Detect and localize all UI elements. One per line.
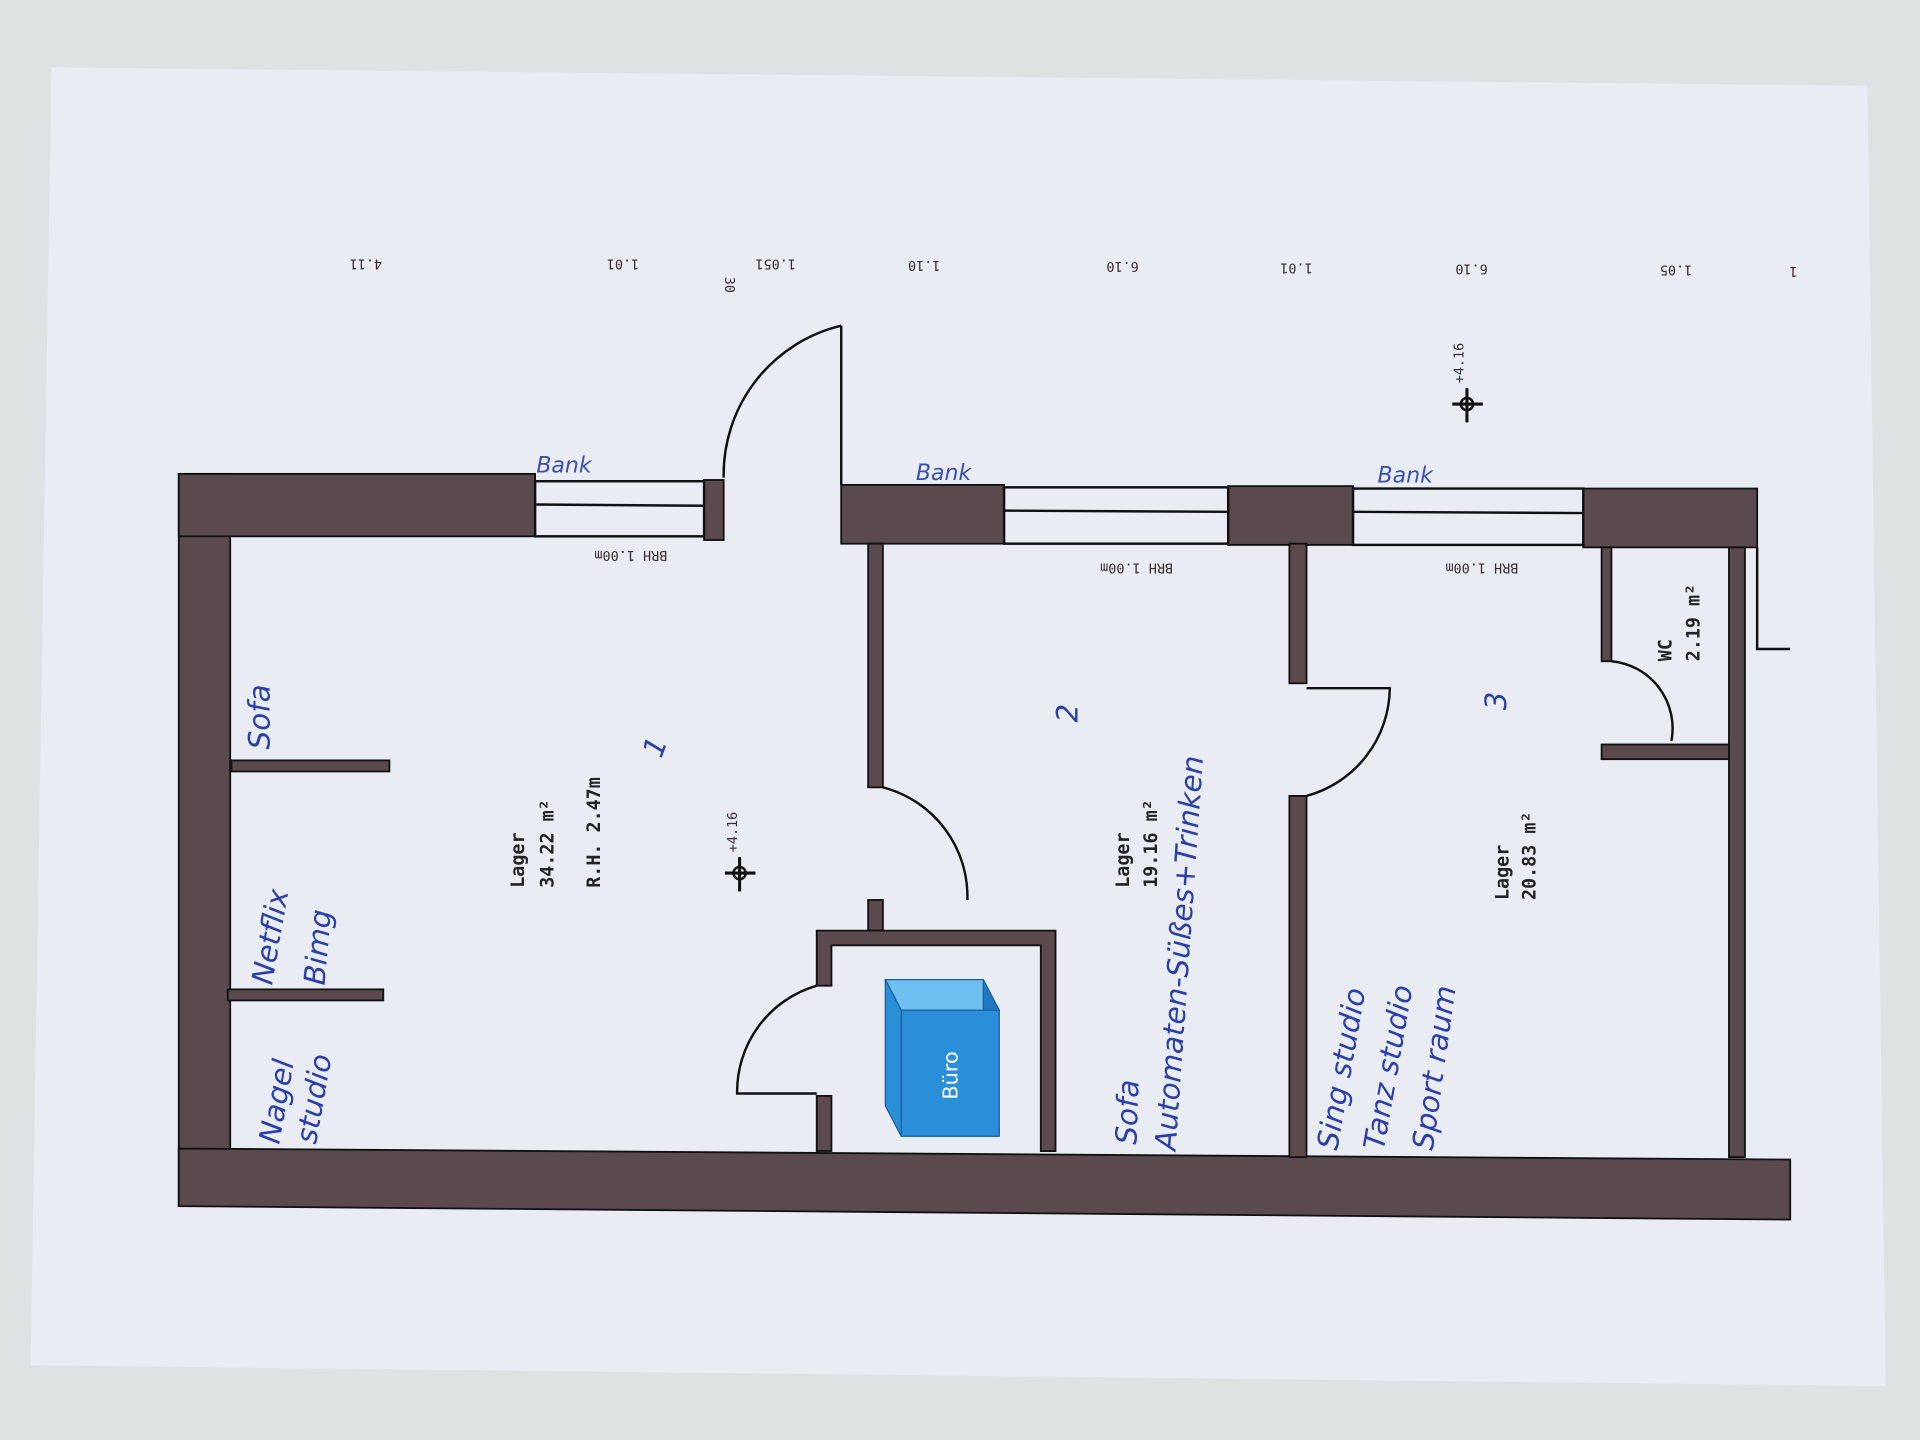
- window: [1002, 486, 1230, 545]
- room-name: Lager: [508, 832, 529, 887]
- walls: [177, 472, 1792, 1221]
- room-name: WC: [1655, 639, 1676, 661]
- room-area: 34.22 m²: [537, 799, 558, 887]
- dimension-label: 30: [721, 277, 736, 293]
- sill-label: BRH 1.00m: [594, 547, 667, 562]
- dimension-label: 1.05: [1660, 262, 1692, 277]
- dimension-label: 1.051: [755, 256, 796, 271]
- room-name: Lager: [1113, 832, 1134, 887]
- paper-sheet: [30, 67, 1886, 1387]
- svg-text:+4.16: +4.16: [726, 812, 741, 853]
- office-box: Büro: [884, 978, 1001, 1137]
- window: [533, 480, 706, 538]
- bank-label: Bank: [536, 454, 593, 479]
- office-label: Büro: [939, 1051, 963, 1099]
- elevation-marker: +4.16: [724, 812, 756, 892]
- dimension-row: 4.11 1.01 30 1.051 1.10 6.10 1.01 6.10 1…: [350, 256, 1798, 293]
- svg-text:+4.16: +4.16: [1452, 343, 1467, 384]
- note-bimg: Bimg: [298, 908, 338, 986]
- room-area: 2.19 m²: [1684, 584, 1705, 661]
- room-number: 3: [1479, 692, 1513, 711]
- sill-label: BRH 1.00m: [1100, 559, 1173, 574]
- doors: [722, 324, 1791, 1095]
- room-area: 20.83 m²: [1520, 812, 1541, 900]
- bank-label: Bank: [916, 461, 973, 486]
- note-sofa: Sofa: [242, 684, 276, 749]
- bank-label: Bank: [1378, 463, 1435, 488]
- sill-label: BRH 1.00m: [1445, 559, 1518, 574]
- dimension-label: 1: [1789, 263, 1797, 278]
- window: [1351, 487, 1585, 547]
- room-area: 19.16 m²: [1141, 799, 1162, 887]
- room-name: Lager: [1493, 845, 1514, 900]
- dimension-label: 6.10: [1106, 258, 1138, 273]
- elevation-marker: +4.16: [1452, 343, 1483, 423]
- room-number: 2: [1051, 704, 1085, 723]
- dimension-label: 4.11: [350, 256, 382, 271]
- dimension-label: 6.10: [1455, 260, 1487, 275]
- dimension-label: 1.01: [1280, 259, 1312, 274]
- note-sofa-2: Sofa: [1109, 1079, 1145, 1145]
- room-height: R.H. 2.47m: [584, 777, 605, 888]
- windows: [533, 480, 1585, 547]
- dimension-label: 1.01: [607, 256, 639, 271]
- dimension-label: 1.10: [908, 257, 940, 272]
